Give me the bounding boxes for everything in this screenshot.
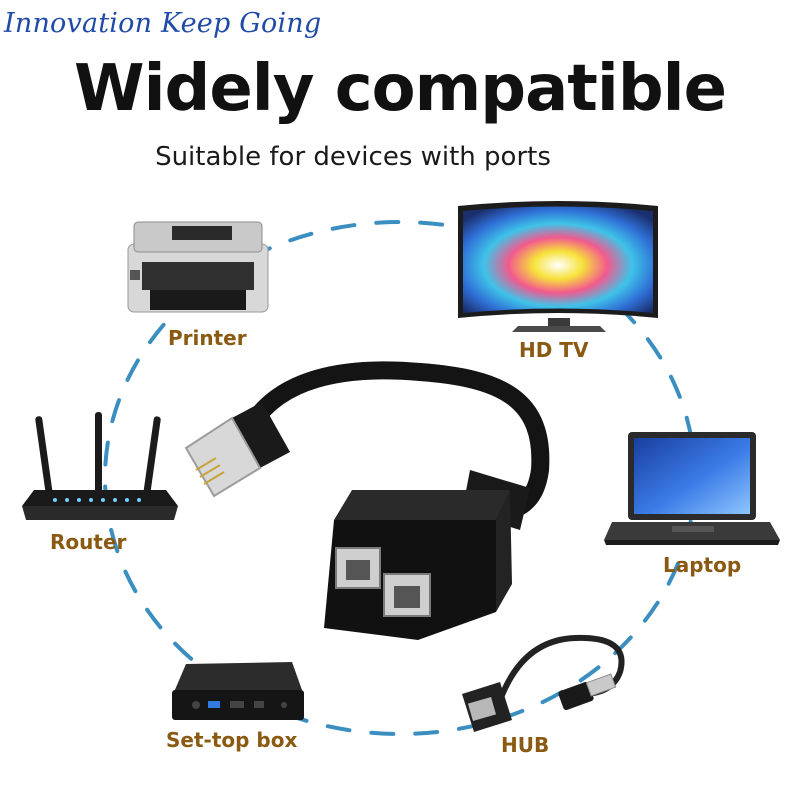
page-subtitle: Suitable for devices with ports <box>155 142 551 172</box>
set-top-box-label: Set-top box <box>166 728 298 752</box>
laptop-label: Laptop <box>663 553 742 577</box>
hd-tv-label: HD TV <box>519 338 589 362</box>
router-label: Router <box>50 530 127 554</box>
printer-label: Printer <box>168 326 247 350</box>
page-title: Widely compatible <box>74 52 727 126</box>
brand-slogan: Innovation Keep Going <box>4 8 322 39</box>
hub-label: HUB <box>501 733 550 757</box>
